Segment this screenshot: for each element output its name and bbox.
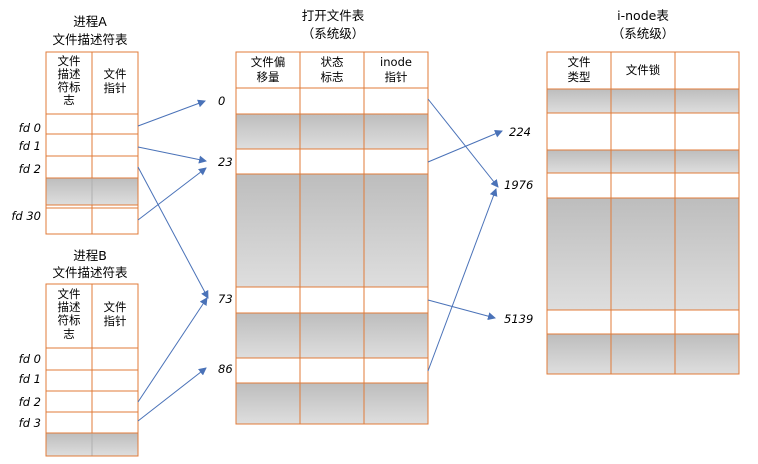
inode-gray-block [547,150,739,173]
process-b-subtitle: 文件描述符表 [52,265,128,280]
open-file-gray-block [236,114,428,149]
inode-table: i-node表 （系统级） 文件 类型 文件锁 224 1976 5139 [504,8,740,375]
process-b-table: 进程B 文件描述符表 文件 描述 符标 志 文件 指针 fd 0 fd 1 fd… [19,248,139,457]
inode-table-outline [546,51,740,375]
inode-header-type-1: 文件 [568,55,591,69]
process-a-subtitle: 文件描述符表 [52,32,128,47]
open-file-gray-block [236,383,428,424]
open-file-gray-block [236,174,428,287]
process-b-header-ptr-1: 文件 [104,300,127,314]
arrow-86-to-1976 [427,188,498,372]
open-file-table-outline [235,51,429,425]
process-b-fd-1-label: fd 1 [19,372,41,386]
process-a-fd-30-label: fd 30 [11,209,41,223]
arrow-a-fd0-to-0 [137,99,206,127]
inode-entry-224-label: 224 [509,125,531,139]
process-a-title: 进程A [73,14,107,29]
open-file-header-status-2: 标志 [321,70,344,84]
process-a-header-fd-2: 描述 [58,67,81,81]
process-a-fd-1-label: fd 1 [19,139,41,153]
process-b-header-fd-4: 志 [63,327,75,341]
process-b-header-fd-1: 文件 [58,287,81,301]
arrow-b-fd2-to-73 [137,297,208,403]
open-file-entry-73-label: 73 [218,292,233,306]
open-file-entry-86-label: 86 [218,362,233,376]
inode-entry-5139-label: 5139 [504,312,533,326]
pointer-arrows [137,98,503,422]
open-file-gray-block [236,313,428,358]
arrow-b-fd3-to-86 [137,367,207,422]
process-a-header-ptr-1: 文件 [104,67,127,81]
process-a-header-ptr-2: 指针 [104,81,127,95]
open-file-entry-0-label: 0 [218,94,225,108]
process-a-outline [45,51,139,235]
inode-gray-block [547,334,739,374]
open-file-header-offset-1: 文件偏 [251,55,286,69]
process-a-header-fd-3: 符标 [58,80,81,94]
open-file-header-inode-2: 指针 [385,70,408,84]
process-b-fd-3-label: fd 3 [19,416,41,430]
process-a-fd-0-label: fd 0 [19,121,41,135]
arrow-a-fd30-to-23 [137,167,207,221]
process-b-title: 进程B [73,248,107,263]
inode-table-title: i-node表 [617,8,669,23]
process-a-header-fd-1: 文件 [58,54,81,68]
inode-gray-block [547,89,739,113]
process-a-header-fd-4: 志 [63,93,75,107]
arrow-73-to-5139 [427,299,496,321]
process-a-table: 进程A 文件描述符表 文件 描述 符标 志 文件 指针 fd 0 fd 1 fd… [11,14,139,235]
process-a-fd-2-label: fd 2 [19,162,41,176]
arrow-0-to-1976 [427,98,499,188]
arrow-23-to-224 [427,130,503,163]
inode-header-lock: 文件锁 [626,63,661,77]
open-file-table-title: 打开文件表 [302,8,365,23]
open-file-header-inode-1: inode [380,55,412,69]
arrow-a-fd1-to-23 [137,146,207,164]
process-b-fd-2-label: fd 2 [19,395,41,409]
inode-entry-1976-label: 1976 [504,178,533,192]
open-file-header-offset-2: 移量 [257,70,280,84]
arrow-a-fd2-to-73 [137,166,209,299]
process-b-fd-0-label: fd 0 [19,352,41,366]
inode-gray-block [547,198,739,310]
open-file-entry-23-label: 23 [218,155,233,169]
inode-header-type-2: 类型 [568,70,591,84]
process-b-header-fd-3: 符标 [58,313,81,327]
open-file-table: 打开文件表 （系统级） 文件偏 移量 状态 标志 inode 指针 0 23 7… [218,8,429,425]
open-file-header-status-1: 状态 [321,55,344,69]
process-b-header-ptr-2: 指针 [104,314,127,328]
process-b-outline [45,283,139,457]
open-file-table-subtitle: （系统级） [302,26,365,41]
process-b-header-fd-2: 描述 [58,300,81,314]
inode-table-subtitle: （系统级） [612,26,675,41]
